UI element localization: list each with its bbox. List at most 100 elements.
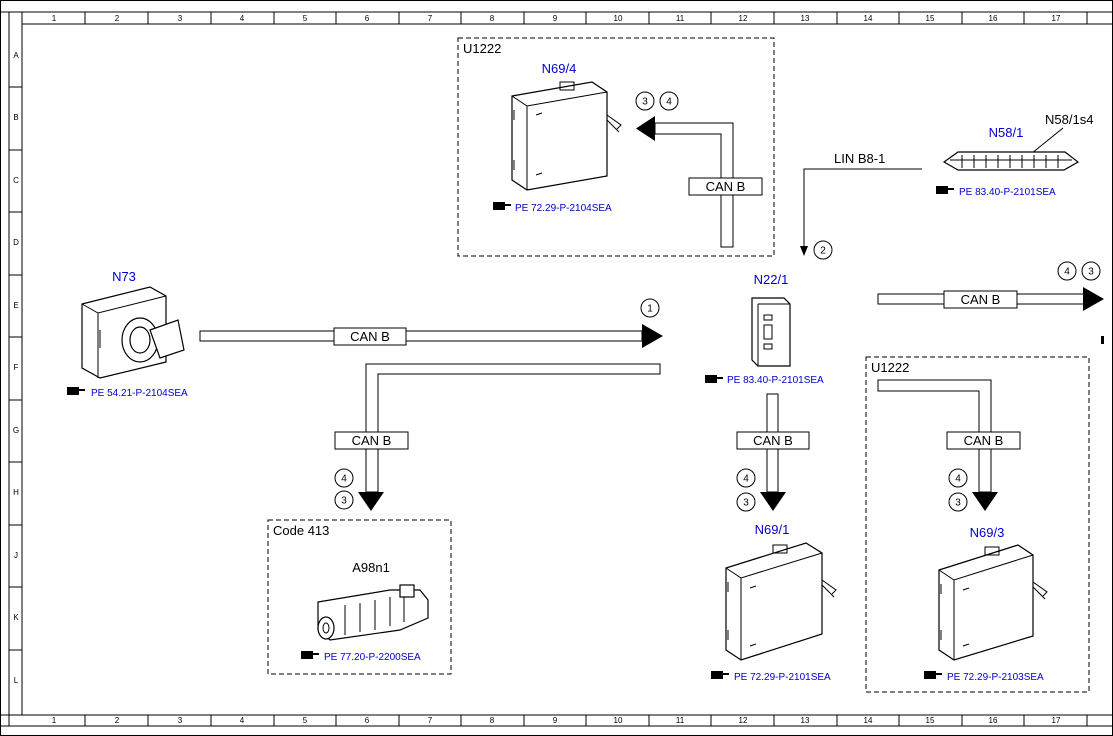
column-label: 10: [614, 14, 623, 23]
column-label: 16: [989, 716, 998, 725]
component-n73[interactable]: N73 PE 54.21-P-2104SEA: [67, 269, 188, 399]
can-bus-right: CAN B: [877, 287, 1104, 311]
component-ref: PE 83.40-P-2101SEA: [959, 187, 1056, 198]
component-n69-3[interactable]: N69/3 PE 72.29-P-2103SEA: [924, 525, 1048, 683]
pointing-hand-icon: [301, 651, 319, 659]
column-label: 9: [553, 716, 558, 725]
code413-group-box: [267, 519, 452, 675]
marker-3: 3: [341, 496, 347, 507]
column-label: 15: [926, 14, 935, 23]
column-label: 6: [365, 14, 370, 23]
arrow-down-icon: [972, 492, 998, 511]
column-label: 11: [676, 14, 685, 23]
can-bus-code413: CAN B: [334, 363, 661, 511]
column-label: 13: [801, 716, 810, 725]
arrow-right-icon: [1083, 287, 1104, 311]
can-bus-main: CAN B: [199, 324, 663, 348]
column-label: 12: [739, 14, 748, 23]
marker-3: 3: [743, 498, 749, 509]
row-label: L: [14, 676, 19, 685]
can-bus-label: CAN B: [350, 329, 390, 344]
pointing-hand-icon: [67, 387, 85, 395]
component-title: N69/1: [755, 522, 790, 537]
column-label: 11: [676, 716, 685, 725]
column-label: 4: [240, 716, 245, 725]
component-n69-1[interactable]: N69/1 PE 72.29-P-2101SEA: [711, 522, 837, 683]
marker-3: 3: [642, 97, 648, 108]
column-label: 2: [115, 14, 120, 23]
column-label: 3: [178, 716, 183, 725]
marker-3: 3: [1088, 267, 1094, 278]
can-bus-n69-3: CAN B: [877, 379, 1021, 511]
row-labels: A B C D E F G H J K L: [13, 51, 19, 685]
column-label: 7: [428, 14, 433, 23]
can-bus-label: CAN B: [961, 292, 1001, 307]
component-ref: PE 83.40-P-2101SEA: [727, 375, 824, 386]
column-label: 15: [926, 716, 935, 725]
can-bus-label: CAN B: [352, 433, 392, 448]
row-label: K: [13, 613, 19, 622]
marker-4: 4: [743, 474, 749, 485]
column-label: 5: [303, 14, 308, 23]
row-label: D: [13, 238, 19, 247]
component-ref: PE 72.29-P-2101SEA: [734, 672, 831, 683]
arrow-down-icon: [358, 492, 384, 511]
row-label: J: [14, 551, 18, 560]
column-label: 17: [1052, 716, 1061, 725]
grid-ticks: [9, 12, 1088, 726]
u1222-top-group-box: [457, 37, 775, 257]
can-bus-top: CAN B: [636, 116, 763, 248]
component-n69-4[interactable]: N69/4 PE 72.29-P-2104SEA: [493, 61, 622, 214]
can-bus-label: CAN B: [706, 179, 746, 194]
column-label: 2: [115, 716, 120, 725]
can-bus-label: CAN B: [753, 433, 793, 448]
lin-bus: LIN B8-1: [800, 151, 922, 256]
can-bus-label: CAN B: [964, 433, 1004, 448]
pointing-hand-icon: [493, 202, 511, 210]
component-title: A98n1: [352, 560, 390, 575]
code413-group-label: Code 413: [273, 523, 329, 538]
column-labels-bottom: 1 2 3 4 5 6 7 8 9 10 11 12 13 14 15 16 1…: [52, 716, 1061, 725]
marker-3: 3: [955, 498, 961, 509]
column-label: 17: [1052, 14, 1061, 23]
column-label: 5: [303, 716, 308, 725]
component-n58-1[interactable]: N58/1 N58/1s4 PE 83.40-P-2101SEA: [936, 112, 1093, 198]
column-label: 12: [739, 716, 748, 725]
component-a98n1[interactable]: A98n1 PE 77.20-P-2200SEA: [301, 560, 429, 663]
column-label: 7: [428, 716, 433, 725]
can-bus-n69-1: CAN B: [736, 393, 810, 511]
component-title: N69/3: [970, 525, 1005, 540]
row-label: E: [13, 301, 18, 310]
component-n22-1[interactable]: N22/1 PE 83.40-P-2101SEA: [705, 272, 824, 386]
arrow-right-icon: [642, 324, 663, 348]
component-title: N73: [112, 269, 136, 284]
marker-1: 1: [647, 304, 653, 315]
column-label: 10: [614, 716, 623, 725]
column-label: 3: [178, 14, 183, 23]
marker-4: 4: [666, 97, 672, 108]
arrow-down-icon: [760, 492, 786, 511]
row-label: B: [13, 113, 18, 122]
component-title: N22/1: [754, 272, 789, 287]
column-label: 8: [490, 716, 495, 725]
lin-bus-label: LIN B8-1: [834, 151, 885, 166]
row-label: H: [13, 488, 19, 497]
marker-4: 4: [955, 474, 961, 485]
component-title: N58/1: [989, 125, 1024, 140]
column-label: 6: [365, 716, 370, 725]
marker-group: 3 4 1 2 4 3 4 3 4 3 4 3: [334, 91, 1101, 512]
pointing-hand-icon: [711, 671, 729, 679]
marker-4: 4: [1064, 267, 1070, 278]
u1222-top-group-label: U1222: [463, 41, 501, 56]
column-label: 14: [864, 716, 873, 725]
row-label: A: [13, 51, 19, 60]
column-label: 14: [864, 14, 873, 23]
component-ref: PE 72.29-P-2103SEA: [947, 672, 1044, 683]
u1222-right-group-label: U1222: [871, 360, 909, 375]
component-subtitle: N58/1s4: [1045, 112, 1093, 127]
row-label: C: [13, 176, 19, 185]
row-label: G: [13, 426, 19, 435]
column-label: 1: [52, 716, 57, 725]
column-labels-top: 1 2 3 4 5 6 7 8 9 10 11 12 13 14 15 16 1…: [52, 14, 1061, 23]
